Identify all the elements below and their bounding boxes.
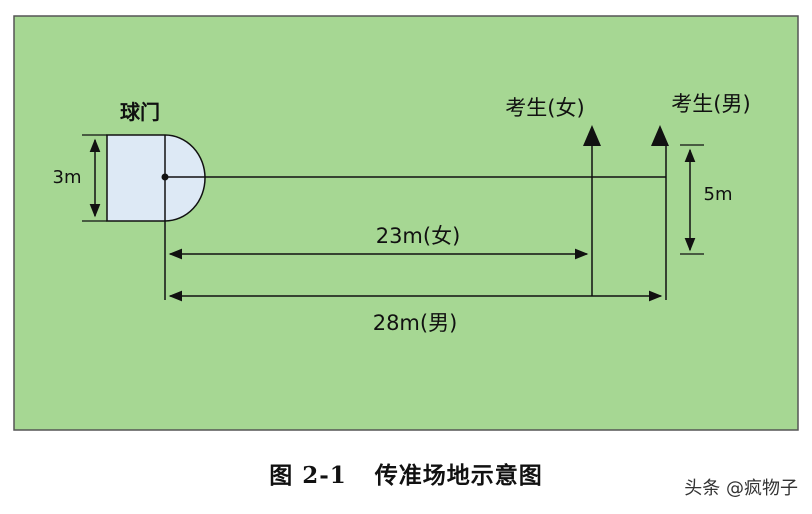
- goal-width-label: 3m: [53, 167, 82, 188]
- field-area: [13, 15, 799, 431]
- female-distance-label: 23m(女): [376, 224, 461, 248]
- goal-area: [106, 134, 206, 222]
- male-examinee-label: 考生(男): [671, 92, 750, 116]
- male-examinee-marker: [651, 125, 669, 146]
- figure-number: 图 2-1: [269, 462, 347, 489]
- female-examinee-label: 考生(女): [505, 96, 584, 120]
- male-distance-label: 28m(男): [373, 311, 458, 335]
- figure-caption: 图 2-1 传准场地示意图: [0, 456, 812, 490]
- goal-label: 球门: [120, 100, 160, 124]
- watermark: 头条 @疯物子: [684, 478, 798, 499]
- field-diagram: 球门 3m 考生(女) 考生(男) 5m 23m(女) 28m(男): [13, 15, 799, 431]
- goal: [106, 134, 206, 222]
- offset-label: 5m: [704, 184, 733, 205]
- female-examinee-marker: [583, 125, 601, 146]
- figure-title: 传准场地示意图: [374, 462, 543, 489]
